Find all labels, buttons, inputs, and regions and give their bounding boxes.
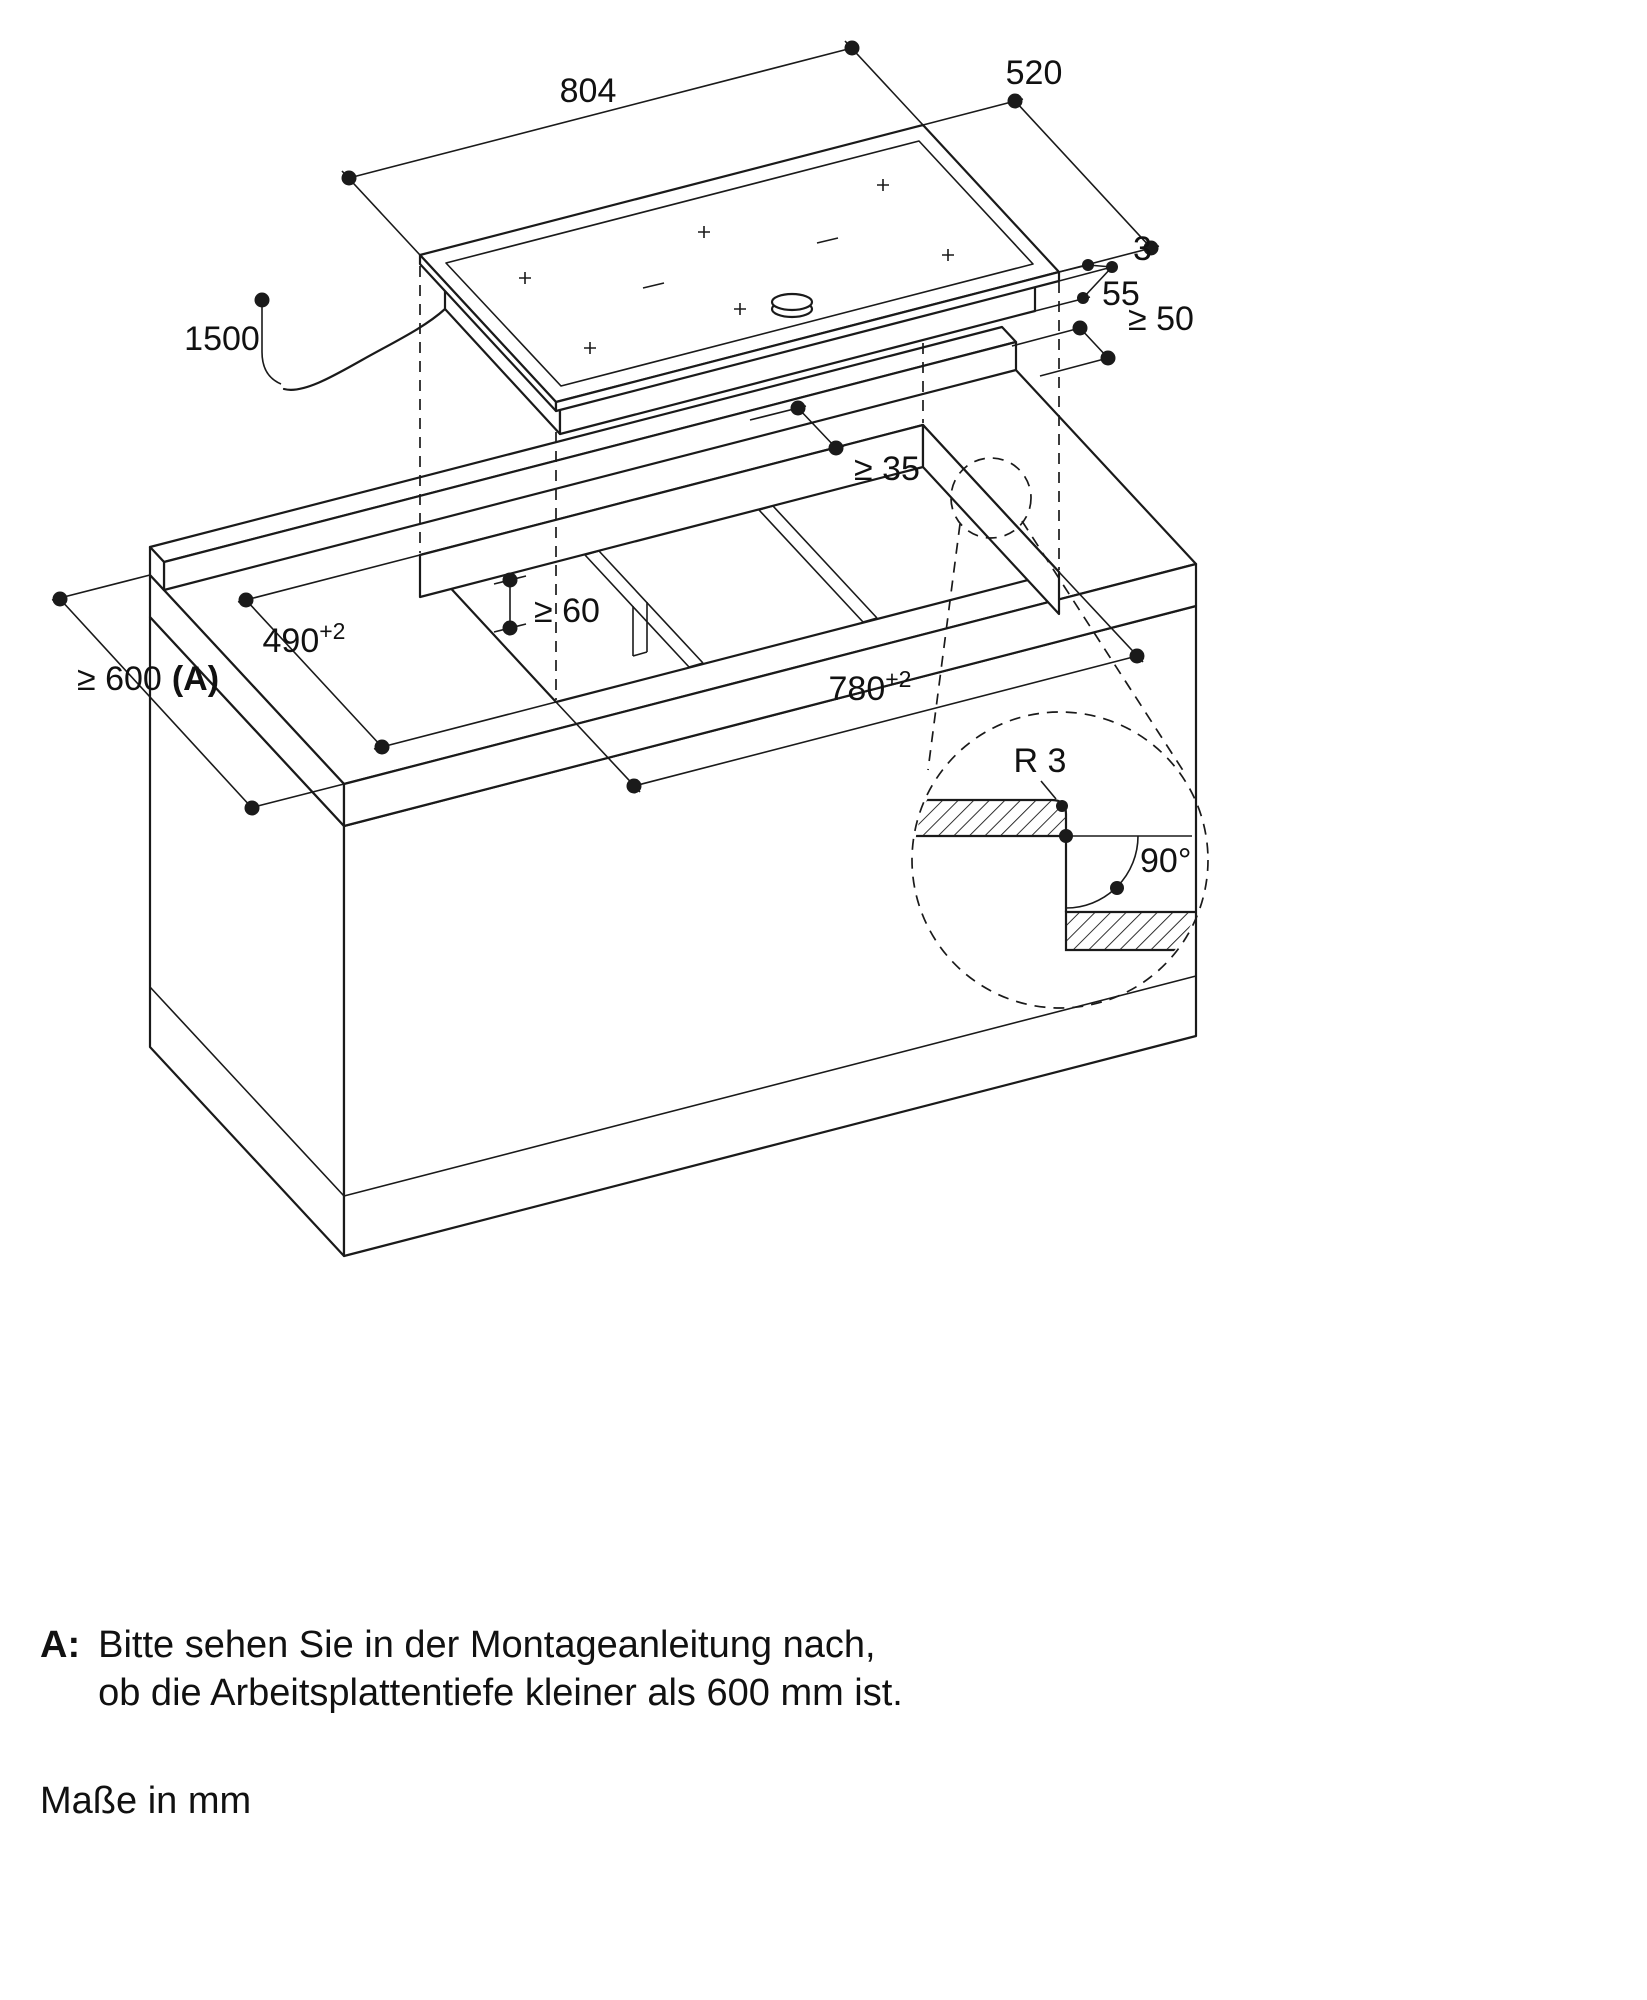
backsplash-left-face	[148, 545, 166, 592]
dim-glass-thickness-label: 3	[1133, 230, 1152, 268]
dim-endpoint-dot	[1072, 320, 1088, 336]
cutout-right-wall	[921, 423, 1061, 616]
dim-endpoint-dot	[790, 400, 806, 416]
dim-endpoint-dot	[1077, 292, 1089, 304]
dim-rear-web: ≥ 35	[749, 400, 920, 488]
dim-cutout-width: 780+2	[555, 571, 1145, 794]
cooktop-glass-inner-border	[445, 140, 1034, 387]
callout-leader-lines	[927, 520, 1185, 773]
worktop-front-face	[342, 562, 1198, 828]
dim-cooktop-depth-label: 520	[1006, 54, 1063, 92]
dim-endpoint-dot	[828, 440, 844, 456]
dim-endpoint-dot	[244, 800, 260, 816]
dim-cable-length-label: 1500	[184, 320, 260, 358]
dim-endpoint-dot	[1100, 350, 1116, 366]
dim-endpoint-dot	[1129, 648, 1145, 664]
dim-body-height-label: 55	[1102, 275, 1140, 313]
dim-endpoint-dot	[1143, 240, 1159, 256]
power-cable	[282, 307, 447, 391]
dim-endpoint-dot	[844, 40, 860, 56]
cabinet-plinth-lines	[149, 975, 1197, 1197]
detail-lower-section	[1064, 910, 1206, 952]
support-rail-right	[758, 505, 878, 623]
support-rail-left-tab	[632, 602, 648, 657]
support-rails	[584, 505, 878, 668]
worktop-cutout	[418, 423, 1061, 704]
dim-rear-clearance-label: ≥ 50	[1128, 300, 1194, 338]
base-cabinet	[148, 604, 1198, 1258]
support-rail-left	[584, 550, 704, 668]
dim-endpoint-dot	[238, 592, 254, 608]
detail-callout	[911, 457, 1209, 1009]
note-ref-label: A:	[40, 1624, 81, 1666]
dim-body-height: 55	[1034, 266, 1140, 313]
detail-radius-leader	[1040, 780, 1057, 800]
detail-arc-dot	[1110, 881, 1124, 895]
installation-note: A: Bitte sehen Sie in der Montageanleitu…	[40, 1622, 903, 1718]
cooktop	[282, 123, 1061, 436]
dim-cutout-width-label: 780+2	[829, 666, 912, 708]
detail-radius-label: R 3	[1014, 742, 1067, 780]
detail-radius-dot	[1056, 800, 1068, 812]
dim-endpoint-dot	[52, 591, 68, 607]
detail-angle-label: 90°	[1140, 842, 1191, 880]
dim-endpoint-dot	[254, 292, 270, 308]
knob-top	[770, 292, 814, 312]
dim-worktop-depth: ≥ 600(A)	[51, 574, 345, 816]
detail-circle	[911, 711, 1209, 1009]
dim-cooktop-width-label: 804	[560, 72, 617, 110]
projection-lines	[419, 134, 1060, 700]
dim-cooktop-width: 804	[341, 40, 924, 256]
dim-rear-clearance: ≥ 50	[1011, 300, 1194, 377]
dim-bottom-clearance: ≥ 60	[493, 572, 600, 636]
dim-endpoint-dot	[626, 778, 642, 794]
dim-endpoint-dot	[502, 620, 518, 636]
dim-rear-web-label: ≥ 35	[854, 450, 920, 488]
detail-corner-dot	[1059, 829, 1073, 843]
dim-endpoint-dot	[341, 170, 357, 186]
note-line-1: Bitte sehen Sie in der Montageanleitung …	[98, 1624, 876, 1666]
dim-worktop-depth-label: ≥ 600(A)	[77, 660, 219, 698]
control-knob	[770, 292, 814, 319]
dim-endpoint-dot	[1082, 259, 1094, 271]
burner-markers	[519, 179, 954, 354]
callout-source-circle	[950, 457, 1032, 539]
detail-view: R 3 90°	[914, 742, 1206, 952]
dim-cable-length: 1500	[184, 292, 282, 385]
dim-endpoint-dot	[374, 739, 390, 755]
dim-cutout-depth-label: 490+2	[263, 618, 346, 660]
dim-endpoint-dot	[502, 572, 518, 588]
units-note: Maße in mm	[40, 1780, 252, 1822]
dim-endpoint-dot	[1007, 93, 1023, 109]
note-text: Bitte sehen Sie in der Montageanleitung …	[98, 1622, 903, 1718]
dim-cooktop-depth: 520	[922, 54, 1160, 273]
note-line-2: ob die Arbeitsplattentiefe kleiner als 6…	[98, 1671, 903, 1714]
dim-cutout-depth: 490+2	[237, 554, 557, 755]
dim-bottom-clearance-label: ≥ 60	[534, 592, 600, 630]
